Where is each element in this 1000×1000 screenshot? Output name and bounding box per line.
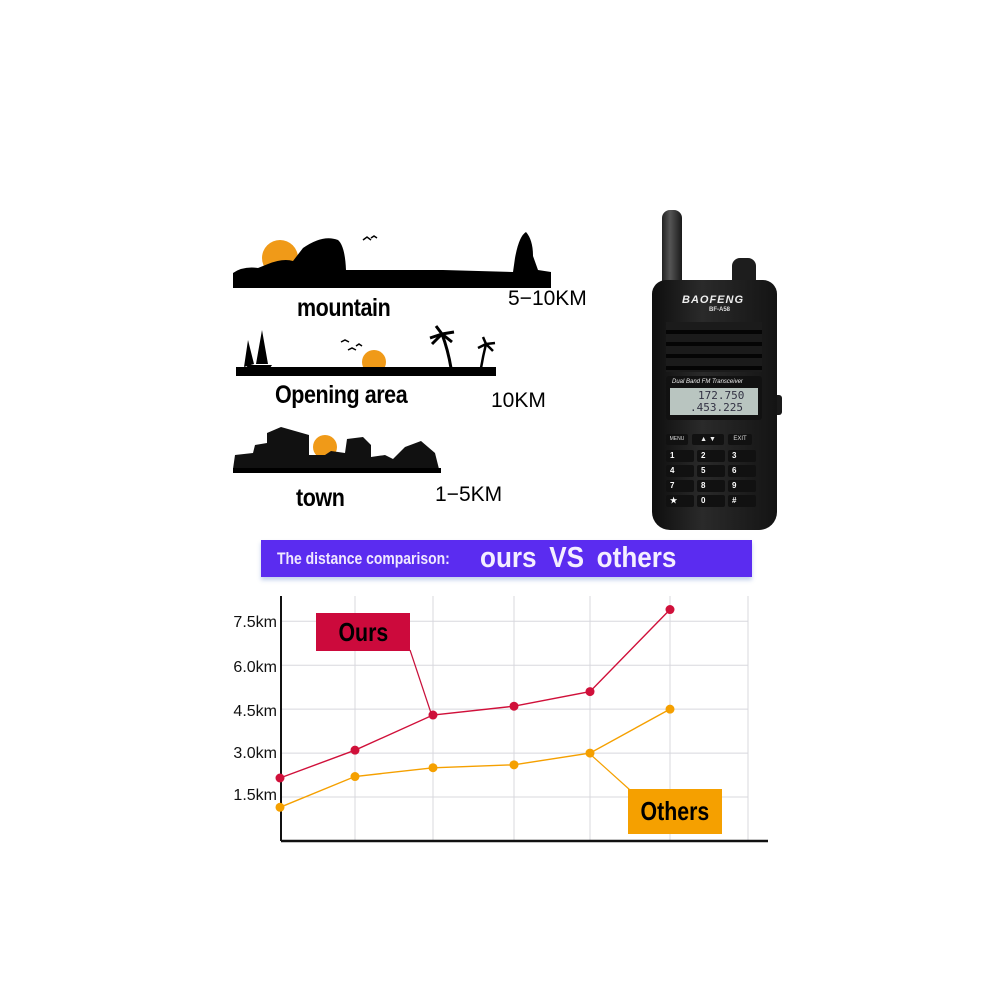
ours-data-point — [350, 745, 360, 755]
ours-data-point — [585, 687, 595, 697]
key-4[interactable]: 4 — [666, 465, 694, 477]
ours-data-point — [665, 605, 675, 615]
key-menu[interactable]: MENU — [666, 434, 688, 445]
key-9[interactable]: 9 — [728, 480, 756, 492]
others-data-point — [665, 704, 675, 714]
scene-distance-town: 1−5KM — [435, 483, 503, 506]
scene-label-mountain: mountain — [297, 294, 391, 322]
town-silhouette — [233, 427, 441, 473]
radio-brand: BAOFENG — [682, 294, 744, 306]
y-tick-4-5: 4.5km — [233, 703, 277, 720]
y-tick-1-5: 1.5km — [233, 787, 277, 804]
radio-body: BAOFENG BF-A58 Dual Band FM Transceiver … — [652, 280, 777, 530]
radio-side-button — [777, 395, 782, 415]
freq-a: 172.750 — [698, 389, 745, 402]
others-data-point — [275, 802, 285, 812]
scene-label-opening-area: Opening area — [275, 381, 408, 409]
display-title: Dual Band FM Transceiver — [672, 379, 743, 385]
scene-label-town: town — [296, 484, 345, 512]
key-1[interactable]: 1 — [666, 450, 694, 462]
banner-prefix: The distance comparison: — [277, 549, 450, 568]
banner-headline: ours VS others — [480, 542, 677, 574]
ours-legend-tag: Ours — [316, 613, 410, 651]
freq-b: .453.225 — [690, 401, 743, 414]
radio-antenna — [662, 210, 682, 285]
mountain-silhouette — [233, 232, 551, 288]
key-2[interactable]: 2 — [697, 450, 725, 462]
key-star[interactable]: ★ — [666, 495, 694, 507]
radio-knob — [732, 258, 756, 284]
y-tick-6-0: 6.0km — [233, 659, 277, 676]
y-tick-3-0: 3.0km — [233, 745, 277, 762]
ours-legend-text: Ours — [338, 616, 388, 647]
others-legend-text: Others — [640, 796, 710, 826]
radio-speaker-grille — [666, 322, 762, 372]
ours-data-point — [275, 773, 285, 783]
key-5[interactable]: 5 — [697, 465, 725, 477]
comparison-banner: The distance comparison: ours VS others — [261, 540, 752, 577]
key-3[interactable]: 3 — [728, 450, 756, 462]
keypad: 1 2 3 4 5 6 7 8 9 ★ 0 # — [666, 450, 756, 507]
others-data-point — [509, 760, 519, 770]
scene-distance-mountain: 5−10KM — [508, 287, 587, 310]
key-0[interactable]: 0 — [697, 495, 725, 507]
ours-callout-line — [409, 649, 434, 720]
key-7[interactable]: 7 — [666, 480, 694, 492]
key-arrows[interactable]: ▲ ▼ — [692, 434, 724, 445]
key-hash[interactable]: # — [728, 495, 756, 507]
key-exit[interactable]: EXIT — [728, 434, 752, 445]
opening-area-silhouette — [236, 325, 496, 376]
key-6[interactable]: 6 — [728, 465, 756, 477]
ours-data-point — [509, 701, 519, 711]
ours-line — [279, 609, 671, 779]
others-callout-line — [589, 753, 631, 791]
chart-series — [275, 605, 675, 812]
lcd-screen: 172.750 .453.225 — [670, 388, 758, 415]
others-line — [279, 708, 671, 808]
radio-display: Dual Band FM Transceiver 172.750 .453.22… — [666, 376, 762, 420]
key-8[interactable]: 8 — [697, 480, 725, 492]
radio-model: BF-A58 — [709, 307, 731, 313]
others-data-point — [428, 763, 438, 773]
others-legend-tag: Others — [628, 789, 722, 834]
y-tick-7-5: 7.5km — [233, 614, 277, 631]
radio-product-image: BAOFENG BF-A58 Dual Band FM Transceiver … — [650, 210, 785, 535]
others-data-point — [350, 772, 360, 782]
scene-distance-opening-area: 10KM — [491, 389, 546, 412]
